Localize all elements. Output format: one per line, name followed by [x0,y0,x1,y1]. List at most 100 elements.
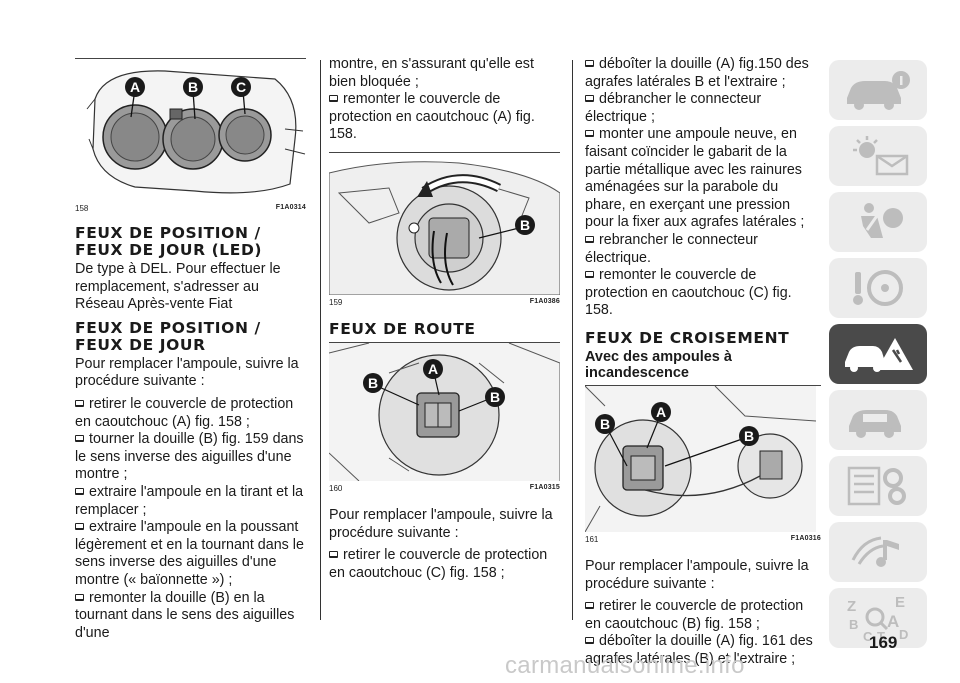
callout-b-badge: B [595,413,615,434]
tab-dashboard-lights[interactable] [829,126,927,186]
bullet-icon [585,60,594,67]
dashboard-lights-icon [853,136,909,176]
bullet-icon [585,130,594,138]
svg-text:C: C [863,629,873,643]
list-item: retirer le couvercle de protection en ca… [329,547,548,581]
steering-wheel-key-icon [853,270,903,306]
tab-car-warning[interactable] [829,324,927,384]
callout-a-badge: A [423,358,443,379]
paragraph-continued: montre, en s'assurant qu'elle est bien b… [329,56,534,90]
list-item: déboîter la douille (A) fig. 161 des agr… [585,633,813,667]
callout-b-badge: B [363,372,383,393]
svg-text:B: B [849,617,858,632]
svg-text:T: T [877,629,885,643]
figure-161: B A B [585,385,821,532]
figure-code: F1A0315 [529,483,560,491]
tab-car-service[interactable] [829,390,927,450]
tab-multimedia[interactable] [829,522,927,582]
tab-steering-key[interactable] [829,258,927,318]
callout-a-label: A [656,404,666,420]
section-title-position-led: FEUX DE POSITION / FEUX DE JOUR (LED) [75,224,263,259]
bullet-icon [75,487,84,495]
figure-161-top-rule [585,384,821,386]
callout-a-label: A [130,79,140,95]
figure-161-caption: 161 F1A0316 [585,535,821,544]
tab-airbag-seatbelt[interactable] [829,192,927,252]
car-service-icon [849,410,901,438]
paragraph-procedure: Pour remplacer l'ampoule, suivre la proc… [585,557,809,592]
callout-b-badge: B [515,214,535,235]
figure-number: 158 [75,204,89,213]
column-1: A B C 158 F1A0314 FEUX DE POSITION / FEU… [75,58,306,642]
callout-b-label: B [368,375,378,391]
tab-index[interactable]: Z E B A C T D [829,588,927,648]
figure-160-caption: 160 F1A0315 [329,484,560,493]
figure-160-high-beam-drawing: B A B [329,342,560,481]
bullet-icon [585,637,594,645]
car-info-icon [847,71,910,110]
bullet-icon [585,271,594,279]
figure-code: F1A0316 [790,534,821,542]
bullet-icon [329,95,338,103]
callout-b-label: B [490,389,500,405]
airbag-seatbelt-icon [861,203,903,238]
bullet-icon [585,95,594,103]
callout-b-label: B [520,217,530,233]
multimedia-icon [851,536,899,567]
figure-159-bulb-socket-drawing: B [329,161,560,295]
svg-text:A: A [887,612,899,631]
list-item: remonter la douille (B) en la tournant d… [75,589,295,641]
callout-c-badge: C [231,77,251,97]
bullet-icon [585,602,594,610]
bullet-icon [75,523,84,531]
svg-text:E: E [895,594,905,611]
callout-b-badge-right: B [739,425,759,446]
list-item: remonter le couvercle de protection en c… [585,267,792,319]
section-title-position: FEUX DE POSITION / FEUX DE JOUR [75,318,261,354]
bullet-icon [329,551,338,559]
figure-158-headlamp-drawing: A B C [86,70,306,194]
figure-161-low-beam-drawing: B A B [585,385,816,532]
figure-number: 159 [329,297,343,307]
chapter-sidebar: Z E B A C T D [829,60,927,654]
section-title-croisement: FEUX DE CROISEMENT [585,328,790,347]
figure-158-top-rule [75,58,306,59]
figure-160-top-rule [329,341,560,343]
callout-b-label: B [744,428,754,444]
watermark: carmanualsonline.info [505,652,745,679]
paragraph-led: De type à DEL. Pour effectuer le remplac… [75,261,281,313]
figure-code: F1A0314 [275,204,306,211]
figure-code: F1A0386 [529,297,560,305]
car-warning-triangle-icon [845,338,913,372]
section-title-route: FEUX DE ROUTE [329,319,476,338]
callout-a-label: A [428,361,438,377]
callout-a-badge: A [651,401,671,422]
column-3: déboîter la douille (A) fig.150 des agra… [585,56,821,668]
figure-158-caption: 158 F1A0314 [75,204,306,213]
callout-c-label: C [236,79,246,95]
bullet-icon [75,399,84,407]
callout-b-label: B [600,416,610,432]
svg-text:D: D [899,627,908,642]
figure-number: 160 [329,483,343,493]
figure-160: B A B [329,342,560,481]
tab-specs[interactable] [829,456,927,516]
bullet-icon [75,593,84,601]
figure-159: B [329,152,560,295]
list-item: déboîter la douille (A) fig.150 des agra… [585,56,809,90]
callout-b-badge-right: B [485,386,505,407]
section-subtitle-incandescence: Avec des ampoules à incandescence [585,348,732,381]
figure-158: A B C [75,59,306,201]
bullet-icon [75,435,84,443]
column-divider-1 [320,60,321,620]
svg-text:Z: Z [847,598,856,615]
list-item: retirer le couvercle de protection en ca… [585,598,804,632]
list-item: extraire l'ampoule en la tirant et la re… [75,483,304,518]
paragraph-procedure: Pour remplacer l'ampoule, suivre la proc… [75,355,299,390]
tab-car-info[interactable] [829,60,927,120]
specs-gears-icon [847,466,906,506]
list-item: extraire l'ampoule en la poussant légère… [75,519,304,588]
list-item: monter une ampoule neuve, en faisant coï… [585,126,805,231]
list-item: retirer le couvercle de protection en ca… [75,395,294,430]
column-divider-2 [572,60,573,620]
